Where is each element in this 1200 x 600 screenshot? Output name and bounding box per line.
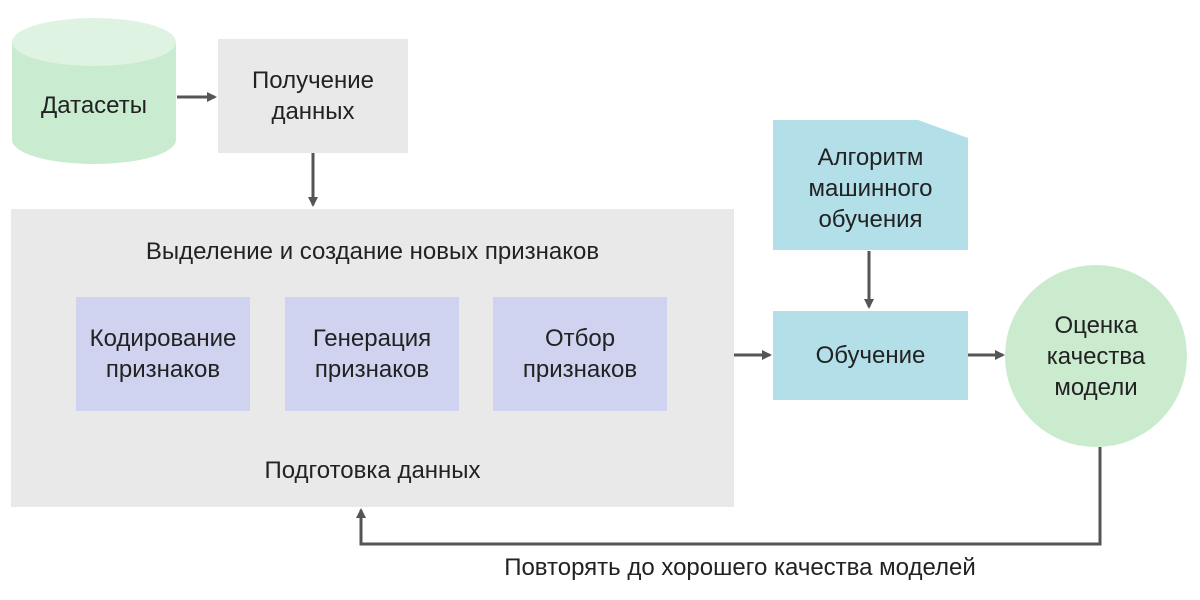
data-preparation-label: Подготовка данных (264, 456, 481, 484)
model-evaluation-label: Оценка качества модели (1046, 311, 1146, 401)
ml-algorithm-label: Алгоритм машинного обучения (808, 143, 933, 233)
feature-selection-box: Отбор признаков (493, 297, 667, 411)
ml-algorithm-shape (773, 120, 968, 250)
training-box: Обучение (773, 311, 968, 400)
feature-encoding-box: Кодирование признаков (76, 297, 250, 411)
feature-generation-box: Генерация признаков (285, 297, 459, 411)
datasets-label: Датасеты (41, 91, 147, 119)
model-evaluation-circle (1005, 265, 1187, 447)
data-acquisition-box: Получение данных (218, 39, 408, 153)
feedback-loop-arrow (356, 447, 1102, 546)
datasets-cylinder (12, 18, 176, 164)
loop-caption: Повторять до хорошего качества моделей (504, 553, 976, 581)
feature-section-title: Выделение и создание новых признаков (145, 237, 600, 265)
